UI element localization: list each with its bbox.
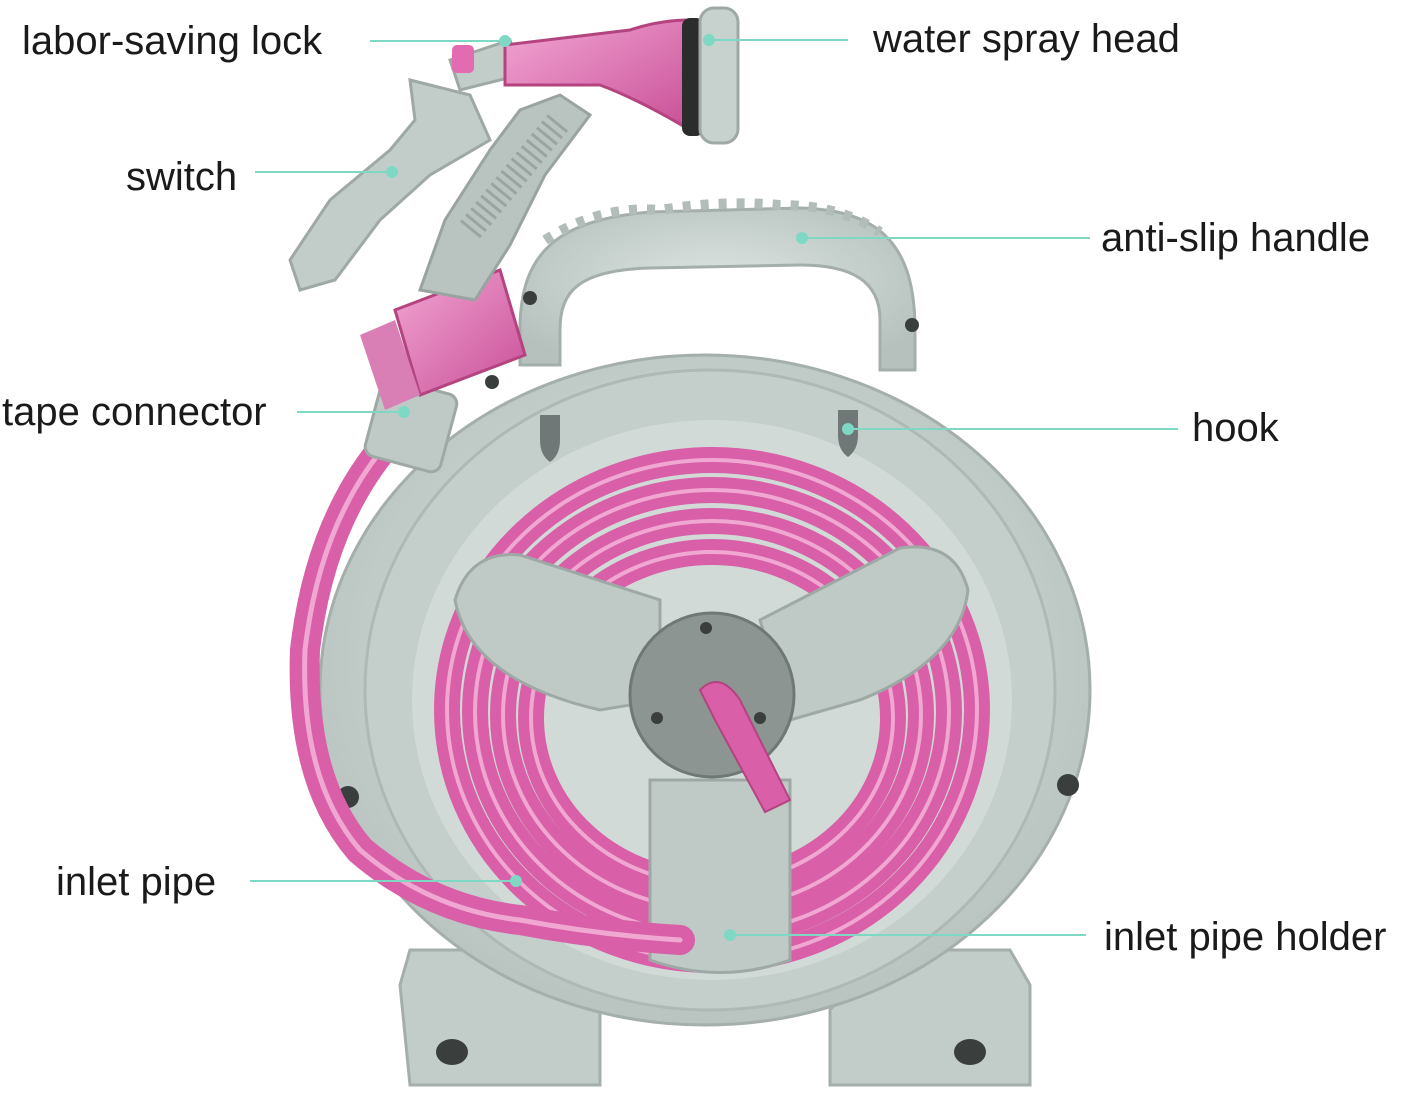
label-anti-slip-handle: anti-slip handle <box>1101 216 1371 260</box>
holder-arm-right <box>758 545 970 722</box>
inlet-pipe-highlight <box>302 437 683 943</box>
handle-grip-ridges <box>542 198 883 245</box>
holder-arm-bottom <box>648 778 792 974</box>
connector-side-panel <box>360 320 420 410</box>
hub-screw-top <box>700 622 712 634</box>
spray-dial <box>698 6 740 145</box>
screw-handle-right <box>905 318 919 332</box>
hub-screw-left <box>651 712 663 724</box>
handle-frame <box>518 206 917 372</box>
foot-hole-right <box>954 1039 986 1065</box>
hub-screw-right <box>754 712 766 724</box>
screw-handle-left <box>523 291 537 305</box>
holder-arm-left <box>453 553 662 712</box>
panel-hole-right <box>1057 774 1079 796</box>
label-hook: hook <box>1192 406 1279 450</box>
lock-pink-tab <box>452 45 474 73</box>
label-labor-saving-lock: labor-saving lock <box>22 19 323 63</box>
hub-hose-exit <box>698 681 792 814</box>
label-switch: switch <box>126 155 238 199</box>
label-water-spray-head: water spray head <box>873 17 1180 61</box>
label-inlet-pipe: inlet pipe <box>56 860 217 904</box>
foot-hole-left <box>436 1039 468 1065</box>
hook-slot-left <box>540 415 560 462</box>
label-inlet-pipe-holder: inlet pipe holder <box>1104 915 1387 959</box>
label-tape-connector: tape connector <box>2 390 267 434</box>
trigger <box>288 78 492 292</box>
screw-body-left <box>485 375 499 389</box>
leader-lines <box>250 34 1178 941</box>
